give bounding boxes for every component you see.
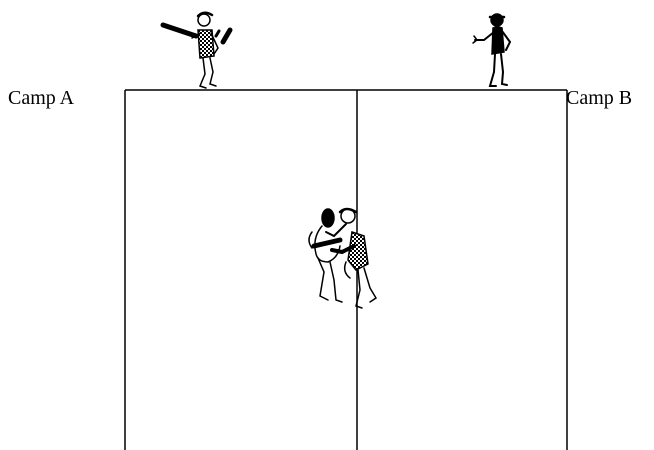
people-wrestling-icon [309, 209, 376, 308]
person-pointing-icon [473, 14, 510, 86]
field-lines [125, 90, 567, 450]
person-throwing-icon [163, 13, 230, 88]
